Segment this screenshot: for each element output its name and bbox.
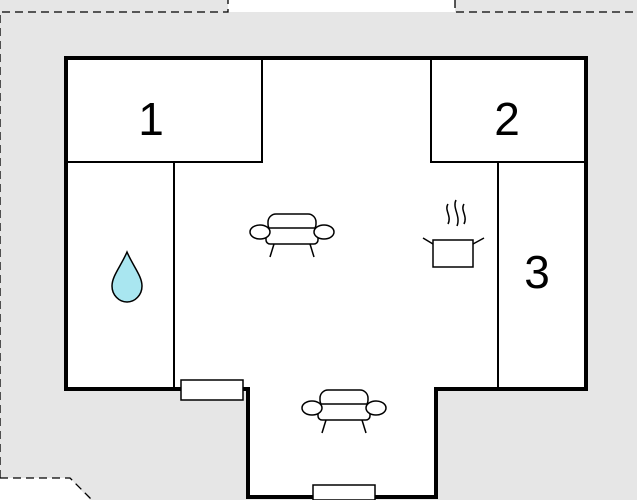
window <box>312 484 376 500</box>
window <box>180 379 244 401</box>
interior-walls <box>66 58 586 389</box>
room-label-3: 3 <box>524 246 550 298</box>
room-label-1: 1 <box>138 93 164 145</box>
property-boundary-right <box>454 0 637 13</box>
sofa-icon <box>249 213 335 258</box>
cooking-pot-icon <box>422 199 485 268</box>
property-boundary-left <box>0 0 229 478</box>
room-label-2: 2 <box>494 93 520 145</box>
water-drop-icon <box>111 250 143 303</box>
property-boundary-bottom <box>0 477 93 500</box>
sofa-icon <box>301 389 387 434</box>
